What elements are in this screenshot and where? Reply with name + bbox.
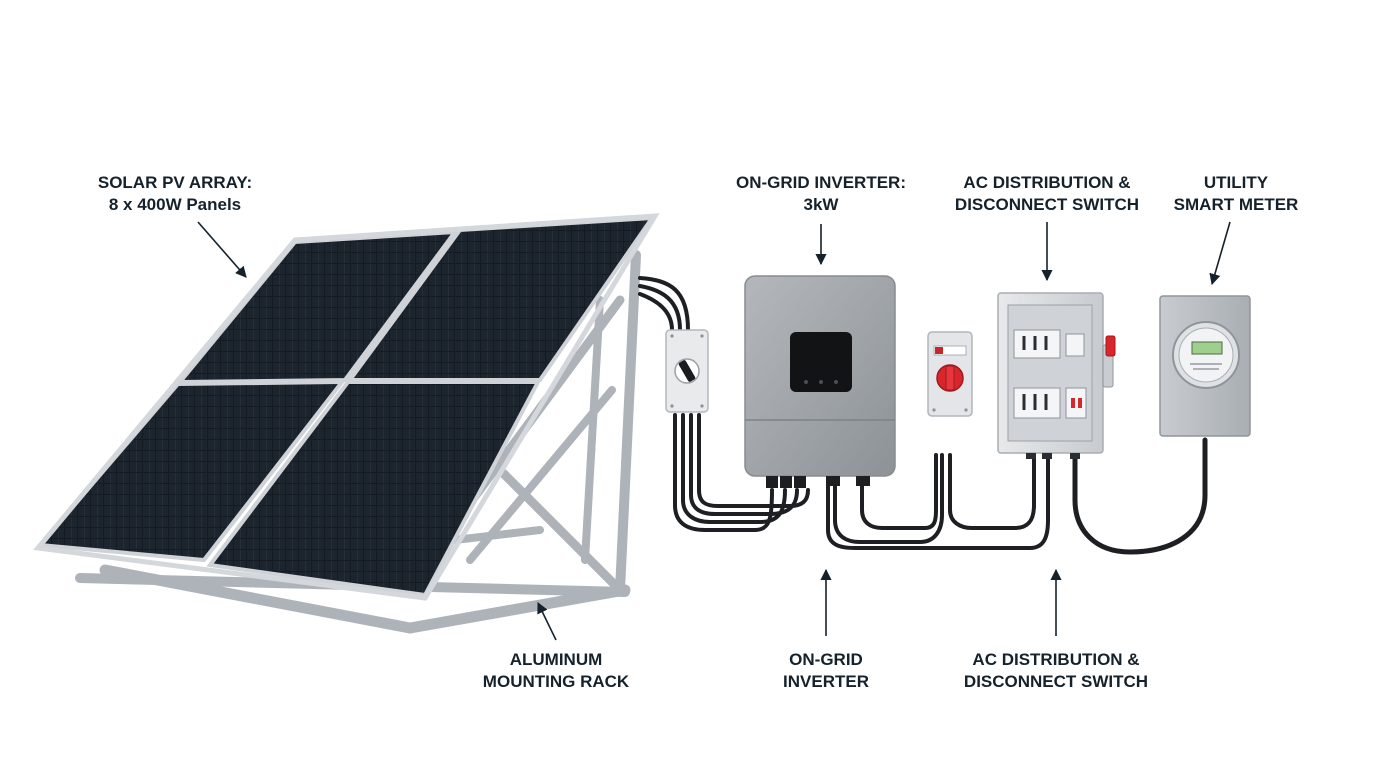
label-ac-dist-bottom-line2: DISCONNECT SWITCH: [963, 672, 1149, 691]
dc-isolator-box: [665, 329, 709, 413]
label-inverter-bottom: ON-GRID INVERTER: [783, 649, 869, 693]
ac-distribution-box: [997, 292, 1116, 459]
label-ac-dist-top-line1: AC DISTRIBUTION &: [963, 173, 1131, 192]
label-rack: ALUMINUM MOUNTING RACK: [483, 649, 629, 693]
label-inverter-top-line1: ON-GRID INVERTER:: [736, 173, 906, 192]
label-solar-array-line1: SOLAR PV ARRAY:: [97, 173, 253, 192]
solar-pv-array: [33, 213, 660, 601]
label-rack-line2: MOUNTING RACK: [482, 672, 630, 691]
label-ac-dist-top-line2: DISCONNECT SWITCH: [954, 195, 1140, 214]
label-inverter-bottom-line2: INVERTER: [783, 672, 869, 691]
ac-disconnect-switch: [927, 331, 973, 417]
leader-arrows: [197, 221, 1231, 641]
cables: [638, 276, 1208, 555]
label-ac-dist-bottom-line1: AC DISTRIBUTION &: [972, 650, 1140, 669]
label-meter-line1: UTILITY: [1203, 173, 1269, 192]
label-solar-array: SOLAR PV ARRAY: 8 x 400W Panels: [98, 172, 252, 216]
label-meter: UTILITY SMART METER: [1174, 172, 1299, 216]
arrow-solar-array: [197, 221, 247, 278]
label-inverter-top-line2: 3kW: [803, 195, 839, 214]
label-rack-line1: ALUMINUM: [509, 650, 603, 669]
label-ac-dist-bottom: AC DISTRIBUTION & DISCONNECT SWITCH: [964, 649, 1148, 693]
label-ac-dist-top: AC DISTRIBUTION & DISCONNECT SWITCH: [955, 172, 1139, 216]
meter-display: [1191, 341, 1223, 355]
label-inverter-bottom-line1: ON-GRID: [789, 650, 863, 669]
arrow-meter: [1209, 221, 1231, 286]
label-solar-array-line2: 8 x 400W Panels: [108, 195, 242, 214]
label-meter-line2: SMART METER: [1173, 195, 1299, 214]
utility-smart-meter: [1159, 295, 1251, 437]
inverter-display: [790, 332, 852, 392]
arrow-rack: [537, 601, 557, 641]
on-grid-inverter: [744, 275, 896, 488]
label-inverter-top: ON-GRID INVERTER: 3kW: [736, 172, 906, 216]
